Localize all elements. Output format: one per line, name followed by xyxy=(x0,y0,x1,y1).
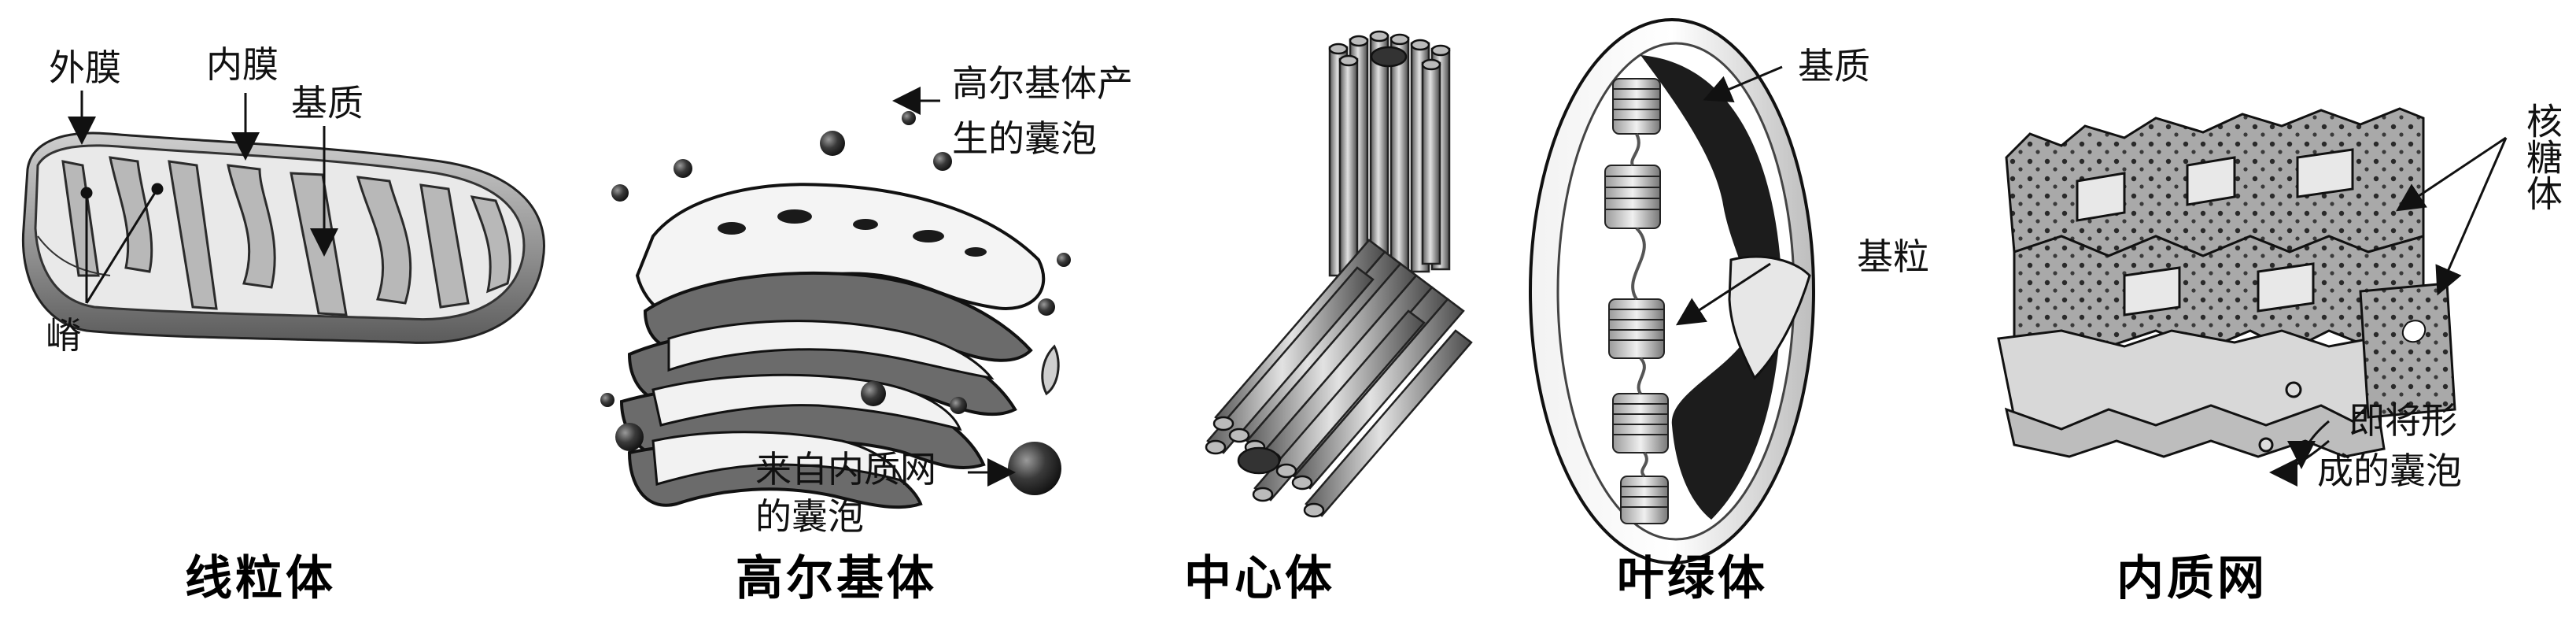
chloroplast-drawing xyxy=(1529,18,1815,565)
label-golgi-vesicle-line2: 生的囊泡 xyxy=(952,117,1097,160)
label-ribosome: 核糖体 xyxy=(2521,102,2563,211)
caption-centrosome: 中心体 xyxy=(1184,551,1335,606)
chloroplast-pointers xyxy=(1675,65,1783,326)
mitochondrion-pointers xyxy=(68,91,338,304)
caption-chloroplast: 叶绿体 xyxy=(1617,551,1768,606)
caption-er: 内质网 xyxy=(2117,551,2268,606)
er-drawing xyxy=(1997,107,2456,458)
label-golgi-vesicle-line1: 高尔基体产 xyxy=(952,62,1133,105)
label-chloro-stroma: 基质 xyxy=(1798,45,1870,87)
mitochondrion-drawing xyxy=(21,131,545,344)
label-mito-matrix: 基质 xyxy=(291,82,364,124)
caption-mitochondrion: 线粒体 xyxy=(185,551,336,606)
label-crista: 嵴 xyxy=(46,314,82,357)
label-er-vesicle-line1: 来自内质网 xyxy=(755,448,936,490)
label-er-vesicle-b: 成的囊泡 xyxy=(2317,450,2462,492)
caption-golgi: 高尔基体 xyxy=(736,551,937,606)
label-er-vesicle-line2: 的囊泡 xyxy=(755,495,864,538)
label-er-vesicle-a: 即将形 xyxy=(2349,399,2457,442)
golgi-drawing xyxy=(600,111,1071,509)
golgi-pointers xyxy=(892,87,1016,487)
label-inner-membrane: 内膜 xyxy=(206,43,279,86)
centrosome-drawing xyxy=(1205,30,1473,518)
er-pointers xyxy=(2269,136,2508,487)
label-granum: 基粒 xyxy=(1857,235,1929,278)
label-outer-membrane: 外膜 xyxy=(49,46,121,89)
